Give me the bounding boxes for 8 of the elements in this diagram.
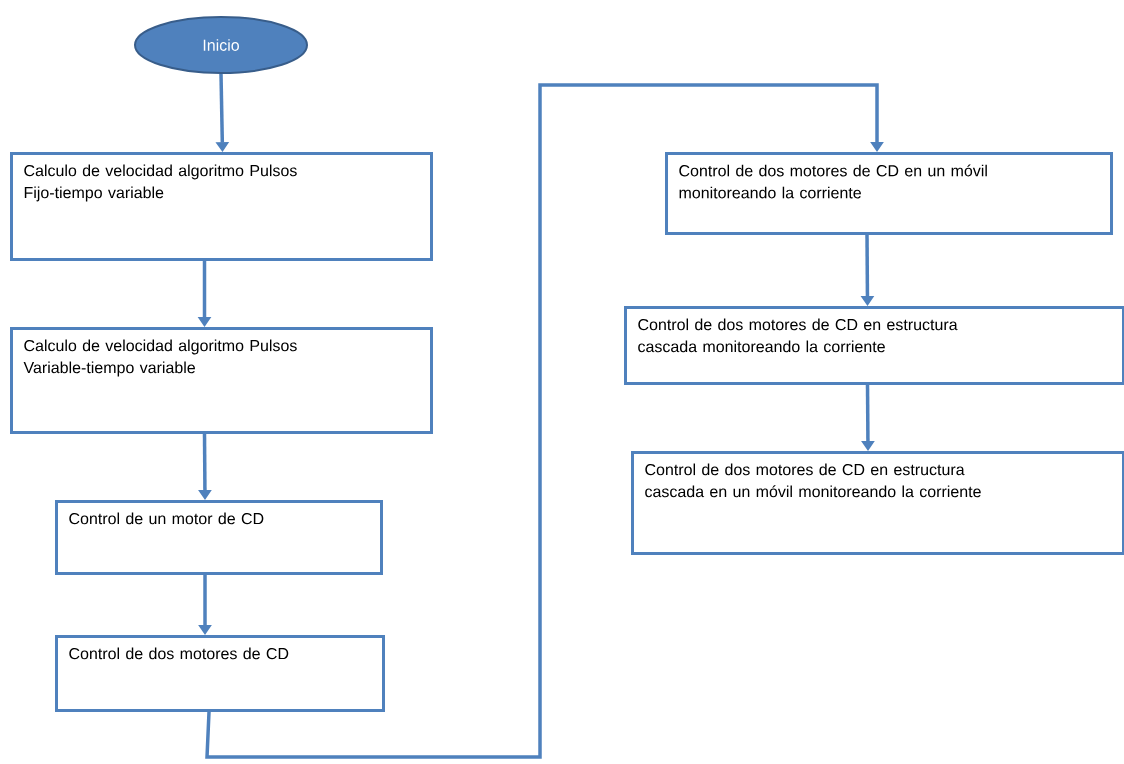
process-box: Control de dos motores de CD en un móvil monitoreando la corriente xyxy=(665,152,1113,235)
process-box: Control de un motor de CD xyxy=(55,500,383,575)
process-box: Control de dos motores de CD xyxy=(55,635,385,712)
process-box: Control de dos motores de CD en estructura cascada monitoreando la corriente xyxy=(624,306,1124,385)
process-box: Calculo de velocidad algoritmo Pulsos Fijo-tiempo variable xyxy=(10,152,433,261)
process-box: Calculo de velocidad algoritmo Pulsos Variable-tiempo variable xyxy=(10,327,433,434)
arrow xyxy=(205,83,884,759)
process-box: Control de dos motores de CD en estructura cascada en un móvil monitoreando la corriente xyxy=(631,451,1124,555)
